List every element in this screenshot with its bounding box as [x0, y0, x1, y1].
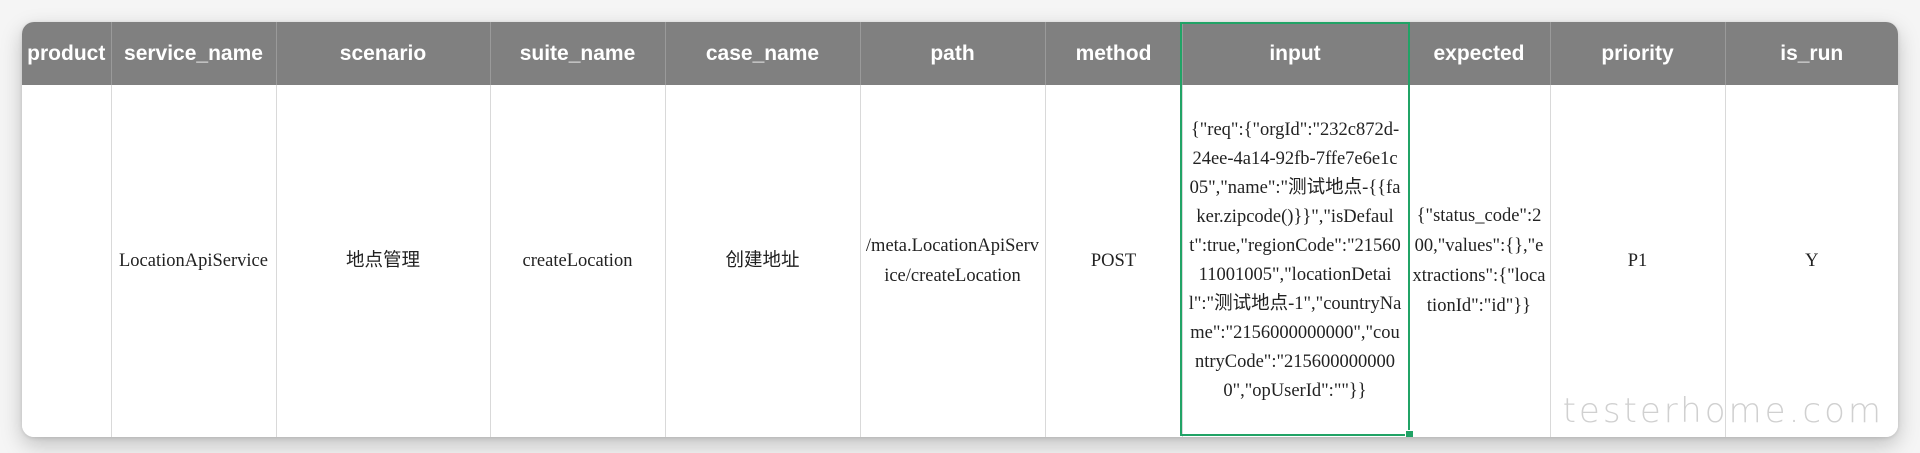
fill-handle[interactable] — [1405, 430, 1414, 437]
header-method[interactable]: method — [1044, 22, 1182, 85]
table-row: LocationApiService 地点管理 createLocation 创… — [22, 85, 1898, 437]
header-input[interactable]: input — [1181, 22, 1408, 85]
watermark: testerhome.com — [1562, 391, 1884, 431]
cell-service-name[interactable]: LocationApiService — [110, 85, 276, 437]
cell-product[interactable] — [22, 85, 111, 437]
header-is-run[interactable]: is_run — [1724, 22, 1898, 85]
cell-is-run[interactable]: Y — [1724, 85, 1898, 437]
header-product[interactable]: product — [22, 22, 111, 85]
cell-expected[interactable]: {"status_code":200,"values":{},"extracti… — [1407, 85, 1550, 437]
header-row: product service_name scenario suite_name… — [22, 22, 1898, 85]
cell-path[interactable]: /meta.LocationApiService/createLocation — [859, 85, 1045, 437]
cell-method[interactable]: POST — [1044, 85, 1182, 437]
header-suite-name[interactable]: suite_name — [489, 22, 665, 85]
cell-scenario[interactable]: 地点管理 — [275, 85, 490, 437]
cell-suite-name[interactable]: createLocation — [489, 85, 665, 437]
cell-case-name[interactable]: 创建地址 — [664, 85, 860, 437]
header-case-name[interactable]: case_name — [664, 22, 860, 85]
header-expected[interactable]: expected — [1407, 22, 1550, 85]
test-case-table: product service_name scenario suite_name… — [22, 22, 1898, 437]
header-path[interactable]: path — [859, 22, 1045, 85]
header-service-name[interactable]: service_name — [110, 22, 276, 85]
header-scenario[interactable]: scenario — [275, 22, 490, 85]
cell-priority[interactable]: P1 — [1549, 85, 1725, 437]
header-priority[interactable]: priority — [1549, 22, 1725, 85]
spreadsheet-window: product service_name scenario suite_name… — [22, 22, 1898, 437]
cell-input[interactable]: {"req":{"orgId":"232c872d-24ee-4a14-92fb… — [1181, 85, 1408, 437]
